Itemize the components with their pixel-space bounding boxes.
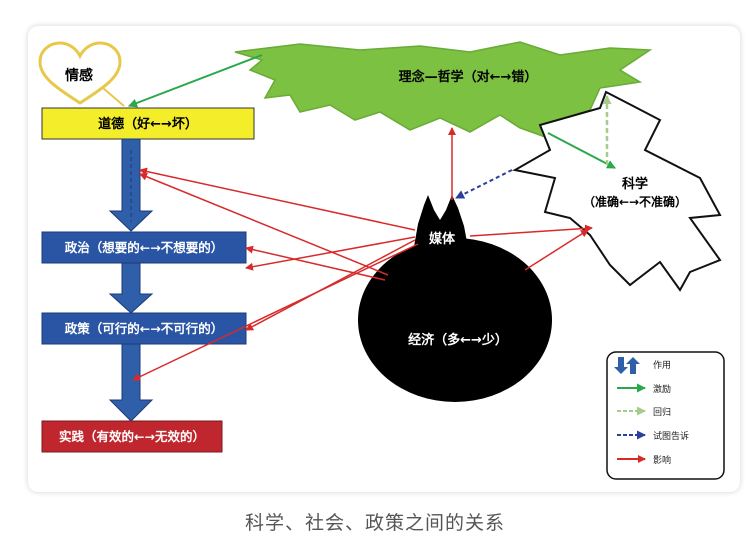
arrow-economy-to-science bbox=[524, 229, 589, 271]
media-label: 媒体 bbox=[429, 231, 456, 247]
philosophy-node: 理念—哲学（对←→错） bbox=[234, 41, 653, 139]
practice-label: 实践（有效的←→无效的） bbox=[59, 429, 205, 444]
figure-caption: 科学、社会、政策之间的关系 bbox=[244, 512, 505, 534]
legend-item-action: 作用 bbox=[614, 357, 671, 374]
action-arrow-3 bbox=[108, 343, 154, 422]
science-title: 科学 bbox=[622, 176, 648, 192]
arrow-economy-to-morality bbox=[139, 172, 389, 276]
legend-label-action: 作用 bbox=[653, 359, 671, 371]
politics-label: 政治（想要的←→不想要的） bbox=[65, 240, 223, 255]
arrow-emotion-to-morality bbox=[102, 87, 125, 107]
legend-item-motivate: 激励 bbox=[617, 383, 671, 395]
legend-label-motivate: 激励 bbox=[653, 383, 671, 395]
legend-label-tell: 试图告诉 bbox=[653, 430, 689, 442]
science-subtitle: （准确←→不准确） bbox=[583, 194, 687, 209]
motivate-arrows bbox=[128, 54, 616, 169]
policy-label: 政策（可行的←→不可行的） bbox=[65, 321, 223, 336]
arrow-philosophy-to-science bbox=[547, 132, 616, 169]
economy-node: 经济（多←→少） bbox=[358, 238, 552, 402]
media-node: 媒体 bbox=[412, 195, 470, 258]
emotion-label: 情感 bbox=[65, 67, 93, 84]
arrow-philosophy-to-morality bbox=[128, 54, 263, 108]
arrow-media-to-practice bbox=[132, 243, 419, 381]
arrow-media-to-politics bbox=[245, 236, 416, 271]
emotion-node: 情感 bbox=[38, 41, 122, 105]
arrow-science-to-media bbox=[455, 169, 513, 199]
action-arrows bbox=[108, 138, 154, 422]
practice-box: 实践（有效的←→无效的） bbox=[41, 420, 223, 453]
legend: 作用 激励 回归 试图告诉 影响 bbox=[606, 351, 725, 480]
influence-arrows bbox=[132, 127, 593, 381]
legend-label-influence: 影响 bbox=[653, 454, 671, 466]
legend-item-return: 回归 bbox=[617, 406, 671, 418]
arrow-media-to-science bbox=[469, 224, 593, 237]
policy-box: 政策（可行的←→不可行的） bbox=[41, 312, 247, 345]
politics-box: 政治（想要的←→不想要的） bbox=[41, 231, 247, 264]
arrow-economy-to-politics bbox=[245, 245, 386, 281]
economy-label: 经济（多←→少） bbox=[408, 332, 508, 348]
legend-item-influence: 影响 bbox=[617, 454, 671, 466]
morality-label: 道德（好←→坏） bbox=[98, 116, 198, 132]
morality-box: 道德（好←→坏） bbox=[41, 107, 255, 140]
legend-label-return: 回归 bbox=[653, 406, 671, 418]
philosophy-label: 理念—哲学（对←→错） bbox=[399, 69, 538, 85]
legend-item-tell: 试图告诉 bbox=[617, 430, 689, 442]
action-arrow-2 bbox=[108, 262, 154, 314]
arrow-media-to-morality bbox=[139, 167, 416, 231]
